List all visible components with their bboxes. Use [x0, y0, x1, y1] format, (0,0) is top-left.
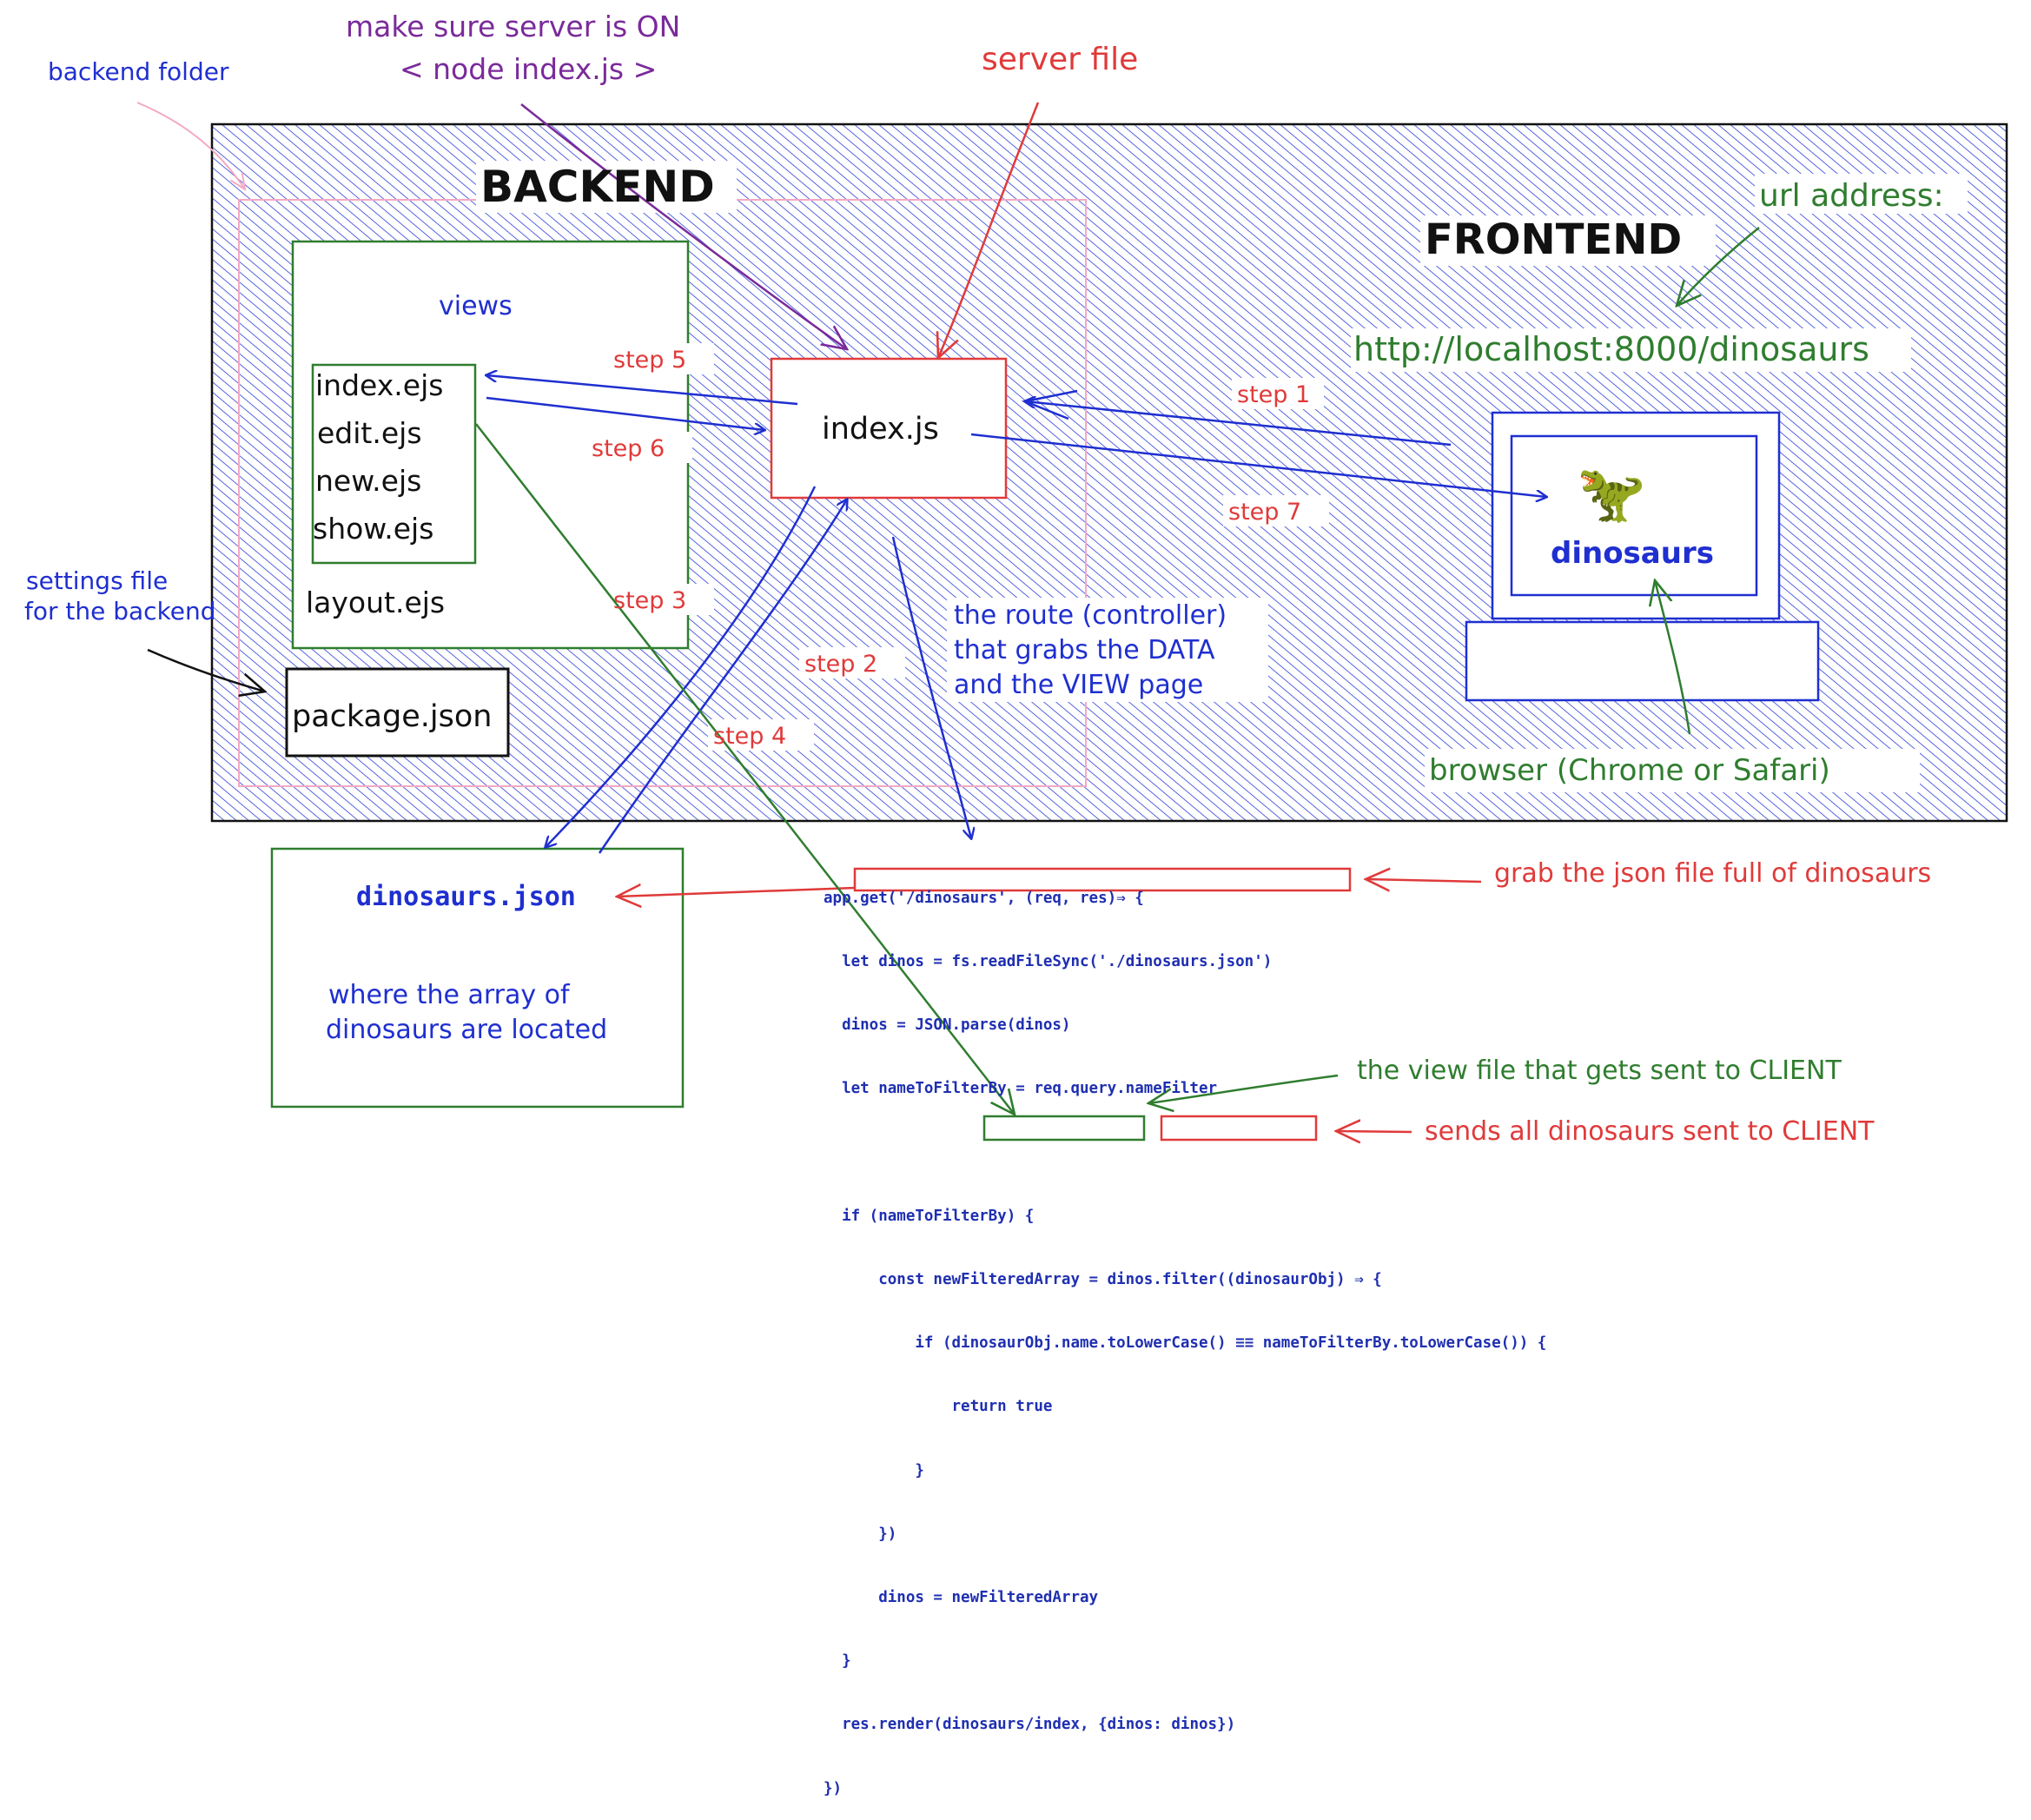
browser-monitor-base — [1465, 620, 1820, 702]
step2-bg — [799, 647, 905, 678]
readfile-code: let dinos = fs.readFileSync('./dinosaurs… — [842, 953, 1273, 971]
grab-json-arrow — [1366, 879, 1482, 882]
step3-arrow — [546, 486, 817, 847]
code-line: }) — [824, 1779, 843, 1797]
frontend-title: FRONTEND — [1425, 215, 1682, 264]
browser-text-bg — [1425, 749, 1920, 792]
step6-bg — [586, 432, 692, 463]
code-line: dinos = JSON.parse(dinos) — [824, 1016, 1071, 1035]
ejs-file-index: index.ejs — [315, 368, 443, 402]
code-line: if (dinosaurObj.name.toLowerCase() ≡≡ na… — [824, 1334, 1547, 1353]
diagram-canvas: backend folder make sure server is ON < … — [24, 10, 2008, 1147]
code-line: dinos = newFilteredArray — [824, 1589, 1099, 1607]
package-json-label: package.json — [292, 699, 492, 734]
ejs-file-edit: edit.ejs — [317, 416, 422, 450]
step4-arrow — [598, 500, 847, 854]
t-rex-icon: 🦖 — [1577, 462, 1646, 526]
view-highlight — [982, 1115, 1146, 1142]
code-line: if (nameToFilterBy) { — [824, 1207, 1035, 1225]
ejs-file-show: show.ejs — [313, 512, 433, 546]
url-bg — [1351, 328, 1911, 372]
settings-file-arrow — [147, 648, 265, 692]
backend-title-bg — [476, 161, 737, 213]
browser-arrow — [1655, 580, 1691, 735]
code-line: res.render(dinosaurs/index, {dinos: dino… — [824, 1716, 1236, 1734]
backend-folder-arrow — [136, 102, 245, 189]
settings-line2: for the backend — [24, 597, 216, 625]
step3-bg — [608, 584, 714, 615]
index-js-label: index.js — [822, 412, 939, 447]
layout-ejs-label: layout.ejs — [306, 586, 445, 619]
step5-arrow — [486, 375, 798, 406]
url-label: http://localhost:8000/dinosaurs — [1353, 330, 1869, 368]
code-line: } — [824, 1652, 851, 1671]
code-line: return true — [824, 1398, 1053, 1416]
code-line: }) — [824, 1525, 897, 1543]
step6-label: step 6 — [592, 435, 665, 462]
code-line: const newFilteredArray = dinos.filter((d… — [824, 1271, 1382, 1289]
browser-page-label: dinosaurs — [1551, 536, 1714, 571]
server-file-label: server file — [982, 42, 1138, 77]
dinos-highlight — [1160, 1115, 1318, 1142]
step5-label: step 5 — [613, 347, 686, 374]
settings-line1: settings file — [26, 566, 168, 595]
render-view-code: dinosaurs/index — [942, 1716, 1081, 1734]
readfile-highlight — [853, 867, 1352, 892]
browser-label: browser (Chrome or Safari) — [1429, 753, 1830, 788]
ejs-files-box — [311, 363, 477, 565]
code-line: } — [824, 1461, 924, 1479]
array-line2: dinosaurs are located — [326, 1015, 607, 1045]
frontend-title-bg — [1420, 215, 1716, 266]
url-address-label: url address: — [1759, 178, 1944, 214]
route-line2: that grabs the DATA — [954, 635, 1215, 665]
route-text-bg — [947, 598, 1268, 702]
code-line — [824, 1142, 1546, 1163]
code-line: let dinos = fs.readFileSync('./dinosaurs… — [824, 951, 1546, 972]
browser-monitor-screen — [1510, 434, 1758, 597]
sends-all-label: sends all dinosaurs sent to CLIENT — [1425, 1116, 1875, 1147]
route-code-block: app.get('/dinosaurs', (req, res)⇒ { let … — [824, 845, 1546, 1820]
index-js-box — [770, 357, 1008, 500]
grab-json-label: grab the json file full of dinosaurs — [1494, 858, 1931, 889]
step1-arrow-outer — [1021, 389, 1078, 420]
route-line3: and the VIEW page — [954, 670, 1203, 700]
step7-bg — [1223, 495, 1329, 526]
code-line: app.get('/dinosaurs', (req, res)⇒ { — [824, 889, 1144, 907]
dinosaurs-json-label: dinosaurs.json — [356, 882, 576, 912]
step1-arrow — [1025, 401, 1452, 447]
server-on-arrow — [520, 103, 847, 349]
render-data-code: {dinos: dinos} — [1098, 1716, 1227, 1734]
dinosaurs-json-box — [270, 847, 685, 1109]
index-ejs-render-line — [475, 423, 1015, 1115]
step5-bg — [608, 343, 714, 374]
step1-bg — [1232, 378, 1324, 409]
view-file-arrow — [1148, 1074, 1339, 1103]
step6-arrow — [486, 396, 764, 430]
server-on-line2: < node index.js > — [400, 52, 657, 86]
package-json-box — [285, 667, 510, 758]
step7-arrow — [970, 433, 1546, 497]
url-address-arrow — [1677, 227, 1760, 306]
array-line1: where the array of — [328, 980, 571, 1010]
view-file-label: the view file that gets sent to CLIENT — [1357, 1056, 1842, 1086]
backend-title: BACKEND — [480, 162, 715, 212]
step4-label: step 4 — [713, 723, 786, 750]
step3-label: step 3 — [613, 587, 686, 614]
step2-label: step 2 — [804, 651, 877, 678]
views-title: views — [439, 291, 513, 321]
step7-label: step 7 — [1228, 499, 1301, 526]
backend-folder-label: backend folder — [48, 57, 229, 86]
server-file-arrow — [938, 102, 1040, 358]
url-address-bg — [1755, 174, 1968, 214]
route-line1: the route (controller) — [954, 600, 1227, 631]
server-on-line1: make sure server is ON — [346, 10, 680, 43]
readfile-arrow — [617, 888, 856, 897]
step2-arrow — [891, 536, 971, 838]
sends-all-arrow — [1336, 1131, 1412, 1132]
step1-label: step 1 — [1237, 381, 1310, 408]
code-line: let nameToFilterBy = req.query.nameFilte… — [824, 1080, 1218, 1098]
ejs-file-new: new.ejs — [315, 464, 421, 498]
